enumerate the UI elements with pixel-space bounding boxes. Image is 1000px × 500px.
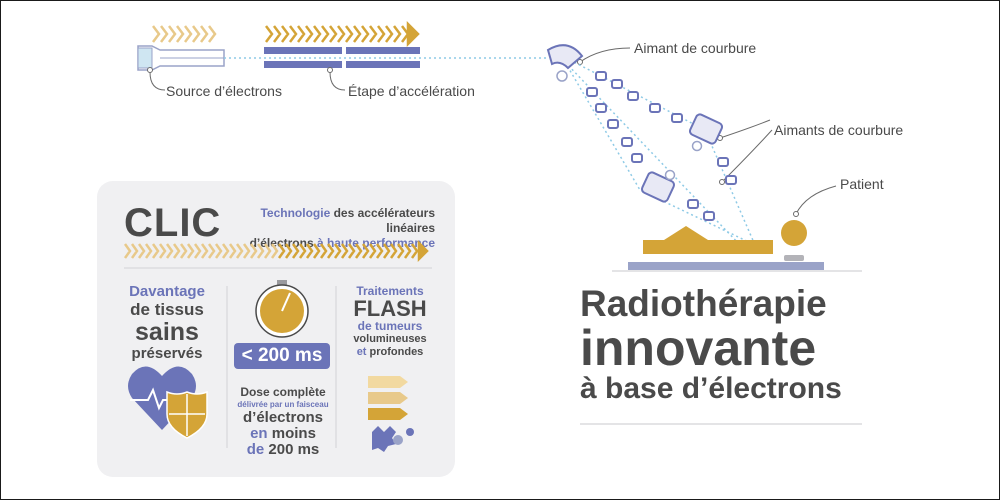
chevron-arrow-icon [123, 243, 279, 259]
dose-text: Dose complète délivrée par un faisceau d… [237, 385, 329, 458]
healthy-tissue-text: Davantage de tissus sains préservés [129, 283, 205, 362]
bend-magnet-label: Aimant de courbure [634, 40, 757, 56]
heart-icon [128, 366, 196, 430]
chevron-arrow-icon [265, 20, 420, 48]
clic-heading: CLIC [124, 201, 222, 245]
accel-label: Étape d’accélération [348, 83, 475, 99]
patient-label: Patient [840, 176, 884, 192]
duration-badge: < 200 ms [234, 343, 330, 369]
electron-source [137, 45, 225, 71]
tumor-cells-icon [368, 376, 414, 452]
bend-magnet [546, 44, 584, 82]
flash-text: Traitements FLASH de tumeurs volumineuse… [353, 284, 427, 358]
chevron-arrow-icon [277, 239, 429, 263]
source-label: Source d’électrons [166, 83, 282, 99]
stopwatch-icon [255, 280, 309, 338]
shield-icon [166, 390, 208, 439]
chevron-arrow-icon [152, 25, 217, 43]
bend-magnet [640, 113, 724, 203]
bend-magnets-label: Aimants de courbure [774, 122, 904, 138]
acceleration-stage [264, 47, 420, 68]
patient [612, 220, 862, 272]
page-title: Radiothérapie innovante à base d’électro… [580, 283, 842, 406]
